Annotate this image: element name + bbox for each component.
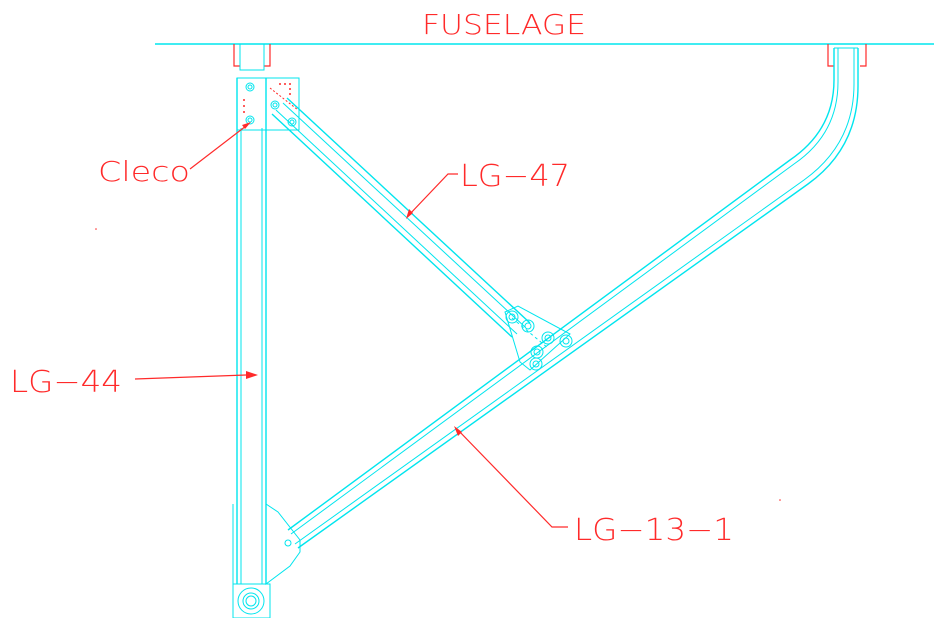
top-gusset-plate xyxy=(236,77,300,131)
bottom-gusset-plate xyxy=(265,503,301,585)
lg-47-label: LG−47 xyxy=(460,159,570,194)
stray-mark xyxy=(779,499,781,501)
stray-mark xyxy=(95,228,97,230)
lg-47-diagonal-brace xyxy=(271,97,531,338)
middle-gusset-plate xyxy=(504,305,573,371)
lg-44-label: LG−44 xyxy=(10,365,122,400)
lg-13-1-label: LG−13−1 xyxy=(574,513,734,548)
lg-13-1-leader xyxy=(454,426,568,528)
lg-47-leader xyxy=(406,173,458,219)
cleco-label: Cleco xyxy=(98,155,190,188)
lg-13-1-main-tube xyxy=(287,48,859,549)
axle-fitting xyxy=(232,583,271,618)
lg-44-vertical-strut xyxy=(232,78,267,585)
lg-44-leader xyxy=(134,371,258,380)
fuselage-label: FUSELAGE xyxy=(422,8,586,41)
cleco-leader xyxy=(189,122,251,170)
left-fuselage-mount xyxy=(233,43,271,71)
